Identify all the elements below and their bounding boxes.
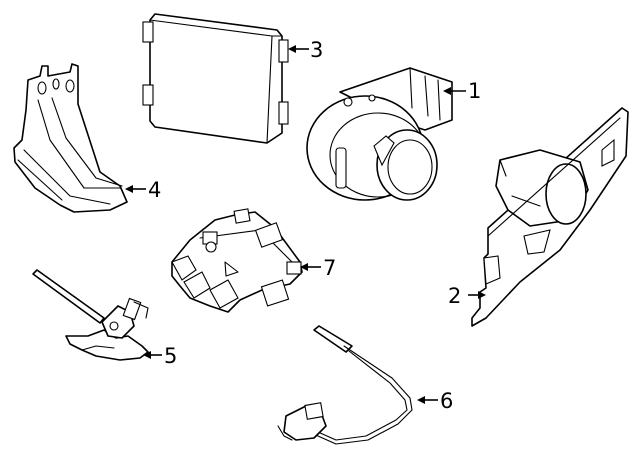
callout-label-1: 1 xyxy=(468,79,481,103)
callout-label-4: 4 xyxy=(148,178,161,202)
callout-label-5: 5 xyxy=(164,344,177,368)
callout-7: 7 xyxy=(300,256,336,280)
callout-1: 1 xyxy=(443,79,481,103)
callout-4: 4 xyxy=(125,178,161,202)
part-1-parking-sensor xyxy=(306,67,453,201)
part-3-control-module xyxy=(142,13,289,144)
callout-2: 2 xyxy=(448,284,486,308)
part-5-sensor-harness xyxy=(32,269,149,361)
callout-3: 3 xyxy=(288,38,323,62)
callout-label-7: 7 xyxy=(323,256,336,280)
part-7-connector-block xyxy=(171,208,303,313)
callout-label-3: 3 xyxy=(310,38,323,62)
callout-label-2: 2 xyxy=(448,284,461,308)
part-2-sensor-bracket xyxy=(471,107,629,327)
part-4-bracket xyxy=(13,63,128,213)
part-6-wiring-harness xyxy=(277,325,413,445)
callout-5: 5 xyxy=(143,344,177,368)
callout-6: 6 xyxy=(417,389,453,413)
callout-label-6: 6 xyxy=(440,389,453,413)
